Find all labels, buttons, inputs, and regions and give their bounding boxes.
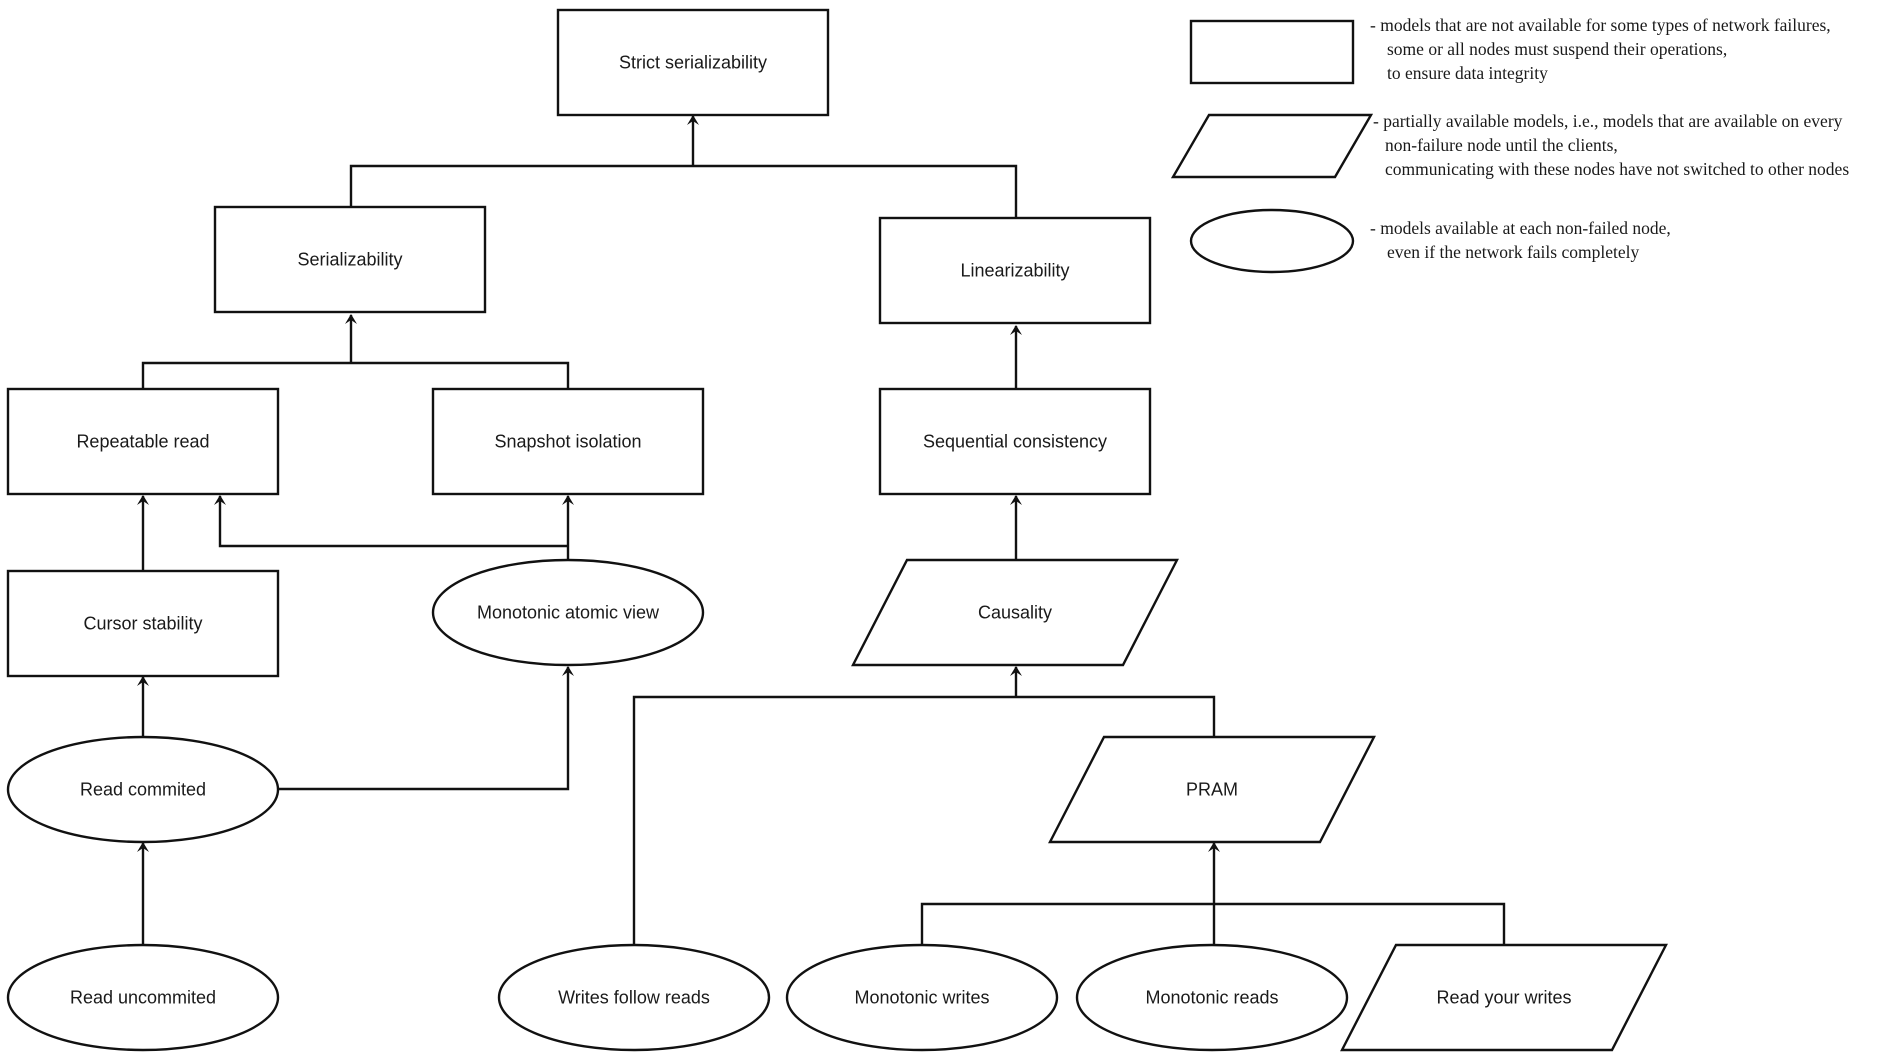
edges (137, 116, 1506, 945)
node-snapshot-isolation-label: Snapshot isolation (494, 432, 641, 452)
legend-parallelogram-text-line: communicating with these nodes have not … (1385, 159, 1849, 179)
node-cursor-stability-rectangle (6, 569, 280, 678)
node-cursor-stability: Cursor stability (6, 569, 280, 678)
edge-serializability-linearizability-to-strict-serializability (349, 116, 1018, 218)
node-linearizability: Linearizability (878, 216, 1152, 325)
node-monotonic-reads-label: Monotonic reads (1145, 988, 1278, 1008)
node-read-committed-ellipse (6, 735, 280, 844)
edge-repeatable-snapshot-to-serializability (141, 315, 570, 389)
node-monotonic-writes-label: Monotonic writes (854, 988, 989, 1008)
node-writes-follow-reads-ellipse (497, 943, 771, 1052)
node-snapshot-isolation-rectangle (431, 387, 705, 496)
node-monotonic-reads-ellipse (1075, 943, 1349, 1052)
node-serializability-label: Serializability (297, 250, 402, 270)
node-repeatable-read-rectangle (6, 387, 280, 496)
node-read-your-writes: Read your writes (1340, 943, 1668, 1052)
legend-item-rectangle: - models that are not available for some… (1189, 15, 1831, 85)
legend: - models that are not available for some… (1170, 15, 1849, 274)
edge-monotonic-atomic-view-to-repeatable-read (214, 495, 568, 548)
legend-parallelogram-text-line: non-failure node until the clients, (1385, 135, 1618, 155)
node-monotonic-atomic-view-label: Monotonic atomic view (477, 603, 660, 623)
legend-rectangle-text-line: some or all nodes must suspend their ope… (1387, 39, 1727, 59)
node-read-uncommitted-label: Read uncommited (70, 988, 216, 1008)
node-serializability-rectangle (213, 205, 487, 314)
node-monotonic-writes-ellipse (785, 943, 1059, 1052)
node-monotonic-reads: Monotonic reads (1075, 943, 1349, 1052)
legend-item-parallelogram: - partially available models, i.e., mode… (1170, 111, 1849, 179)
node-linearizability-rectangle (878, 216, 1152, 325)
node-pram-parallelogram (1048, 735, 1376, 844)
node-monotonic-atomic-view: Monotonic atomic view (431, 558, 705, 667)
node-serializability: Serializability (213, 205, 487, 314)
node-causality-label: Causality (978, 603, 1052, 623)
node-sequential-consistency-rectangle (878, 387, 1152, 496)
legend-ellipse-text-line: even if the network fails completely (1387, 242, 1639, 262)
node-writes-follow-reads: Writes follow reads (497, 943, 771, 1052)
edge-read-committed-to-monotonic-atomic-view (279, 666, 574, 791)
node-strict-serializability-rectangle (556, 8, 830, 117)
node-read-your-writes-label: Read your writes (1436, 988, 1571, 1008)
edge-session-guarantees-to-pram (920, 843, 1506, 945)
node-read-committed-label: Read commited (80, 780, 206, 800)
legend-rectangle-text-line: - models that are not available for some… (1370, 15, 1831, 35)
node-linearizability-label: Linearizability (960, 261, 1069, 281)
node-strict-serializability: Strict serializability (556, 8, 830, 117)
node-writes-follow-reads-label: Writes follow reads (558, 988, 710, 1008)
legend-ellipse-symbol (1189, 208, 1355, 274)
node-causality: Causality (851, 558, 1179, 667)
node-pram-label: PRAM (1186, 780, 1238, 800)
legend-item-ellipse: - models available at each non-failed no… (1189, 208, 1671, 274)
legend-rectangle-text-line: to ensure data integrity (1387, 63, 1548, 83)
legend-parallelogram-symbol (1170, 113, 1374, 179)
node-read-your-writes-parallelogram (1340, 943, 1668, 1052)
node-strict-serializability-label: Strict serializability (619, 53, 767, 73)
edge-writes-follow-reads-pram-to-causality (632, 667, 1216, 945)
node-repeatable-read-label: Repeatable read (76, 432, 209, 452)
node-read-uncommitted-ellipse (6, 943, 280, 1052)
nodes: Strict serializabilitySerializabilityLin… (6, 8, 1668, 1052)
node-monotonic-writes: Monotonic writes (785, 943, 1059, 1052)
node-pram: PRAM (1048, 735, 1376, 844)
node-read-uncommitted: Read uncommited (6, 943, 280, 1052)
legend-ellipse-text-line: - models available at each non-failed no… (1370, 218, 1671, 238)
node-repeatable-read: Repeatable read (6, 387, 280, 496)
node-sequential-consistency: Sequential consistency (878, 387, 1152, 496)
node-snapshot-isolation: Snapshot isolation (431, 387, 705, 496)
node-monotonic-atomic-view-ellipse (431, 558, 705, 667)
node-cursor-stability-label: Cursor stability (83, 614, 202, 634)
node-causality-parallelogram (851, 558, 1179, 667)
legend-rectangle-symbol (1189, 19, 1355, 85)
node-sequential-consistency-label: Sequential consistency (923, 432, 1107, 452)
legend-parallelogram-text-line: - partially available models, i.e., mode… (1373, 111, 1843, 131)
node-read-committed: Read commited (6, 735, 280, 844)
